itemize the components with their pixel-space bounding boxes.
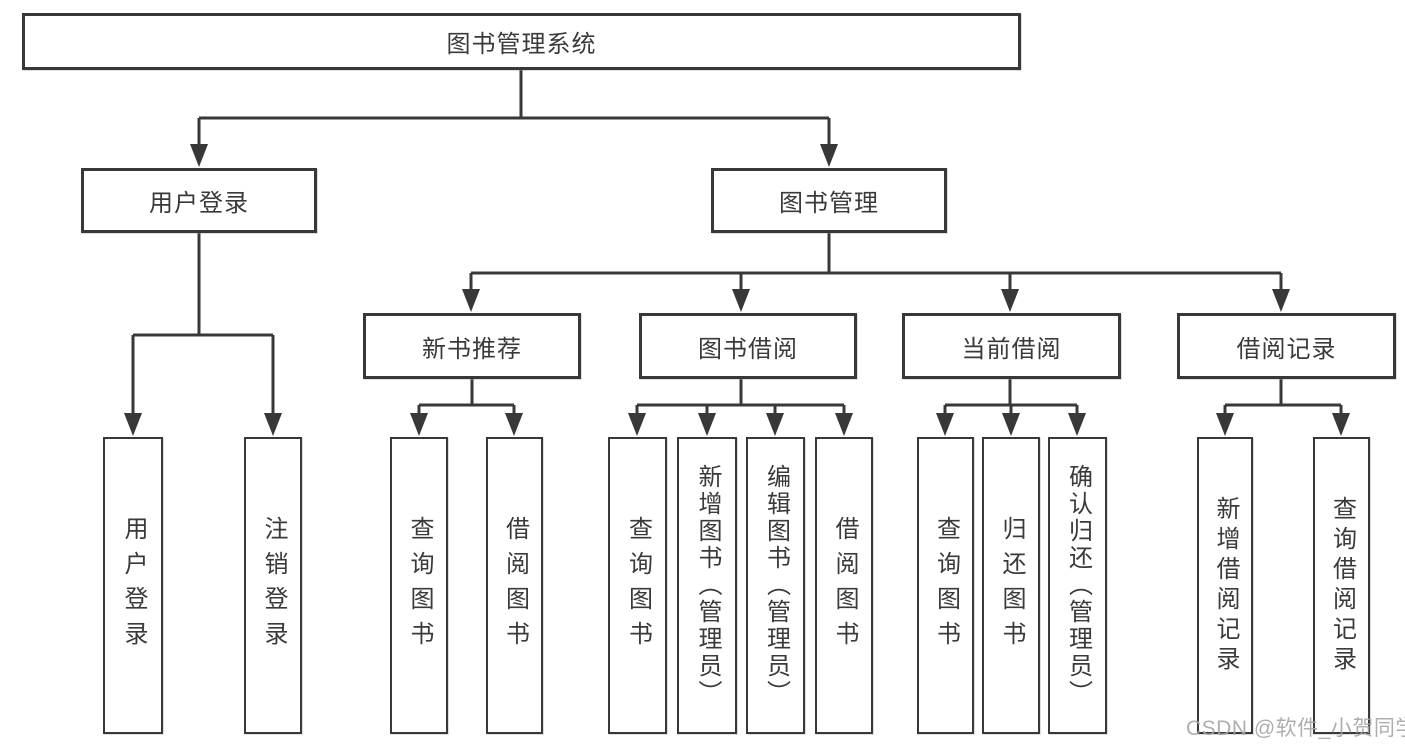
node-label: 借阅记录 — [1236, 335, 1337, 363]
node-label: 归还图书 — [998, 515, 1025, 656]
node-label: 借阅图书 — [501, 515, 529, 656]
csdn-watermark: CSDN @软件_小贺同学 — [1186, 717, 1405, 740]
node-label: 图书管理 — [779, 190, 879, 217]
node-label: 新书推荐 — [422, 335, 522, 363]
leaf-borrow-books-recommend: 借阅图书 — [486, 437, 543, 734]
leaf-logout: 注销登录 — [244, 437, 302, 734]
leaf-query-books-current: 查询图书 — [917, 437, 974, 734]
leaf-add-books-admin: 新增图书（管理员） — [677, 437, 737, 734]
leaf-add-borrow-record: 新增借阅记录 — [1197, 437, 1253, 734]
node-label: 编辑图书（管理员） — [762, 464, 790, 707]
node-borrowing-records: 借阅记录 — [1177, 313, 1396, 379]
node-label: 查询图书 — [624, 515, 652, 656]
node-label: 新增借阅记录 — [1212, 495, 1239, 676]
leaf-query-books-recommend: 查询图书 — [390, 437, 448, 734]
node-label: 用户登录 — [149, 190, 249, 217]
node-label: 用户登录 — [120, 515, 147, 656]
node-label: 注销登录 — [260, 515, 287, 656]
node-label: 确认归还（管理员） — [1064, 464, 1092, 707]
leaf-borrow-books: 借阅图书 — [815, 437, 873, 734]
leaf-edit-books-admin: 编辑图书（管理员） — [746, 437, 805, 734]
node-library-management-system: 图书管理系统 — [22, 13, 1021, 70]
node-book-borrowing: 图书借阅 — [639, 313, 857, 379]
leaf-query-borrow-record: 查询借阅记录 — [1313, 437, 1370, 734]
node-label: 查询图书 — [406, 515, 433, 656]
leaf-confirm-return-admin: 确认归还（管理员） — [1048, 437, 1107, 734]
node-book-management: 图书管理 — [711, 168, 947, 233]
node-label: 借阅图书 — [831, 515, 858, 656]
node-label: 查询借阅记录 — [1328, 495, 1356, 676]
leaf-return-books: 归还图书 — [982, 437, 1040, 734]
node-current-borrowing: 当前借阅 — [902, 313, 1121, 379]
node-label: 查询图书 — [932, 515, 960, 656]
node-user-login: 用户登录 — [81, 168, 317, 233]
node-label: 图书借阅 — [698, 335, 798, 363]
node-label: 图书管理系统 — [446, 31, 597, 58]
node-label: 新增图书（管理员） — [694, 464, 721, 707]
leaf-user-login: 用户登录 — [103, 437, 163, 734]
node-new-book-recommendation: 新书推荐 — [363, 313, 581, 379]
leaf-query-books-borrow: 查询图书 — [608, 437, 667, 734]
node-label: 当前借阅 — [961, 335, 1062, 363]
